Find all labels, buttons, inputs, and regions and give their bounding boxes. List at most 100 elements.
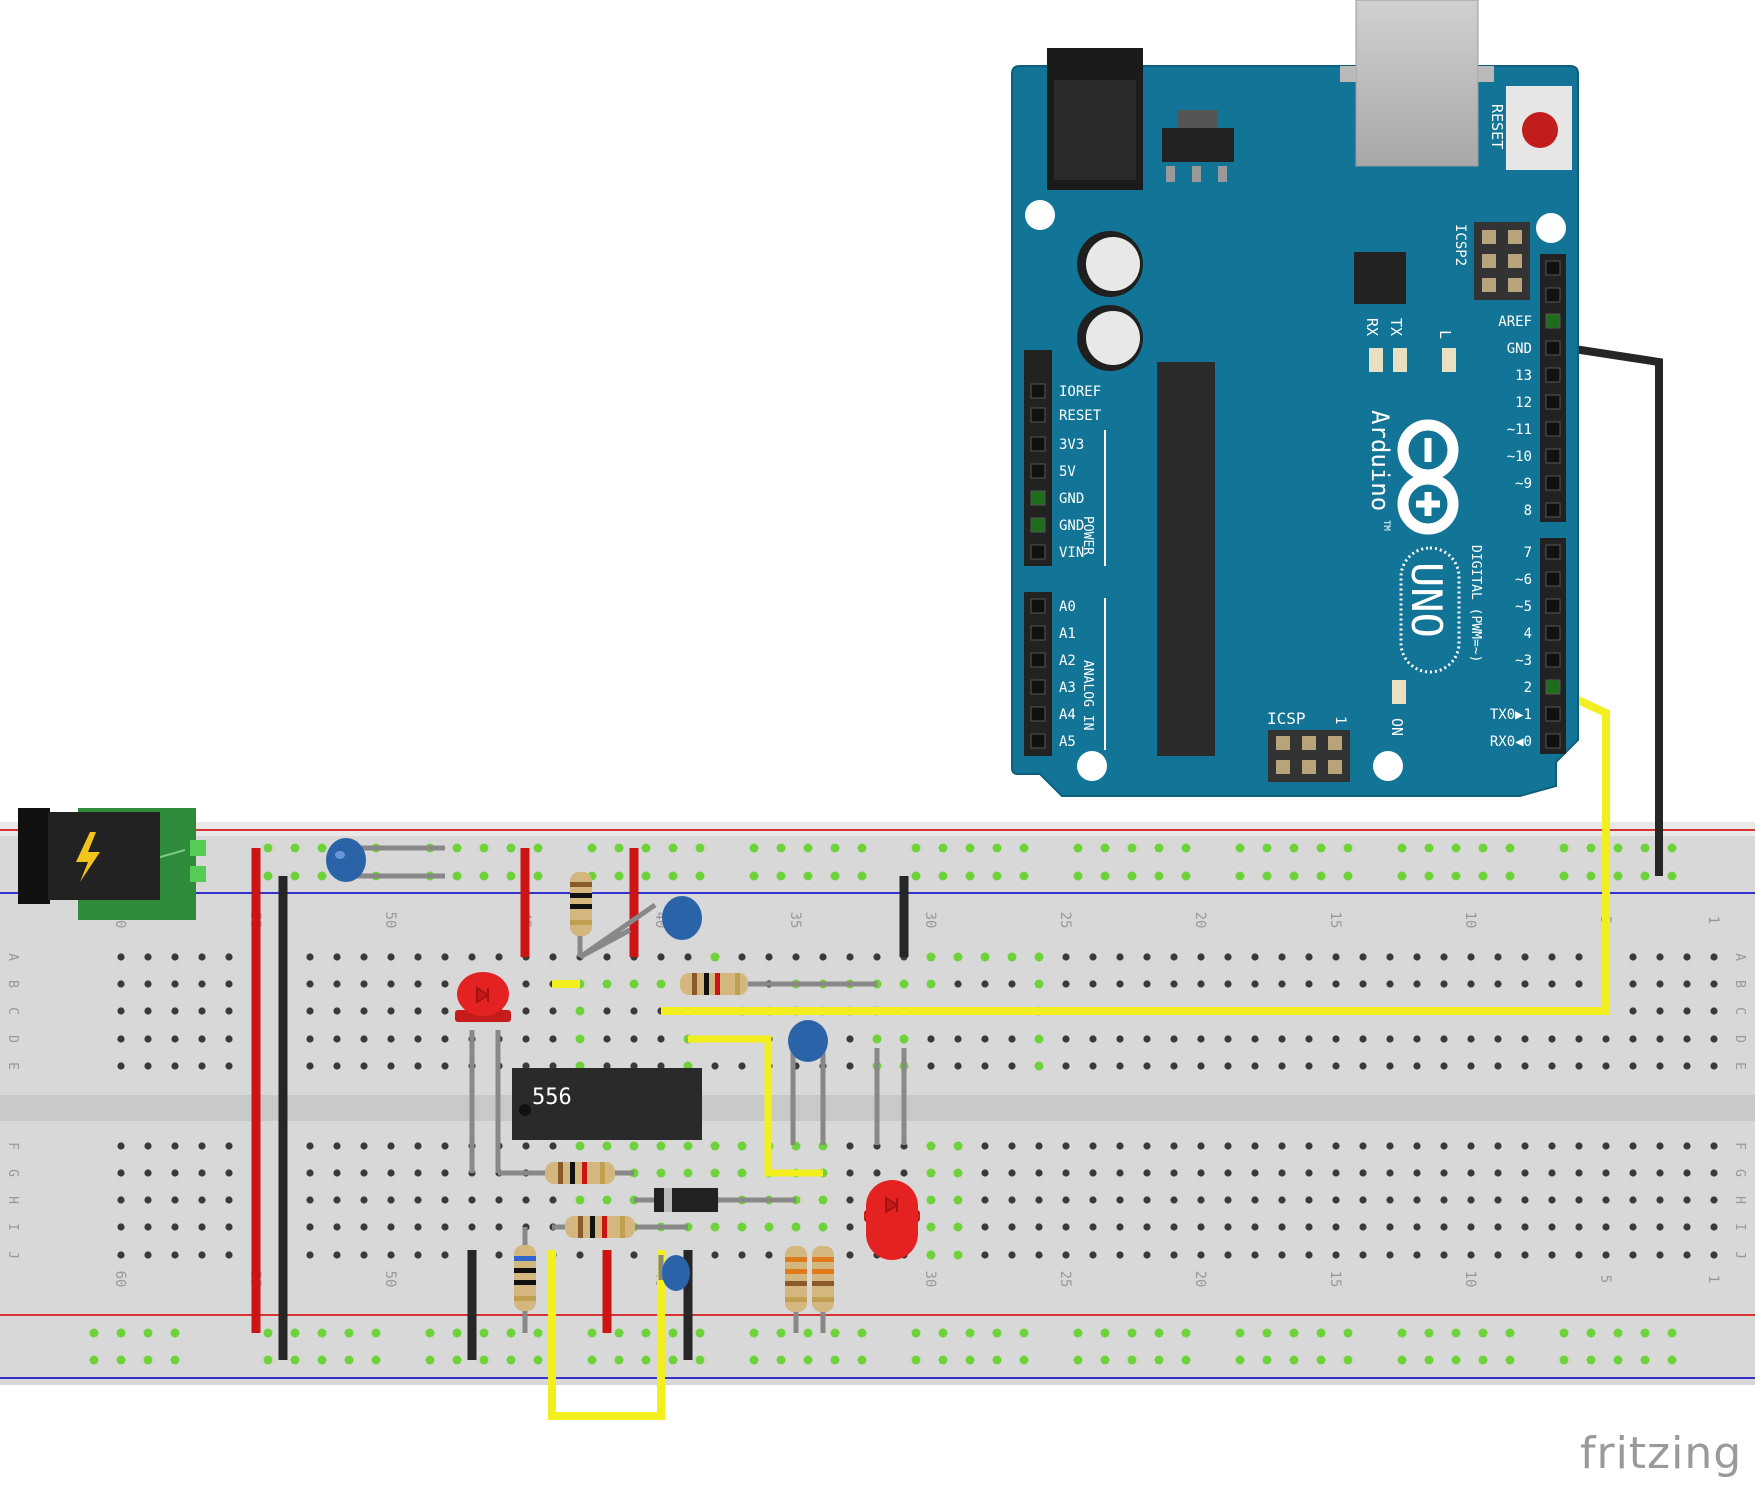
pin-label: 13 bbox=[1515, 368, 1532, 384]
digital-header-pin[interactable] bbox=[1545, 652, 1561, 668]
breadboard-hole bbox=[927, 1035, 935, 1043]
rail-hole bbox=[587, 1328, 597, 1338]
breadboard-hole bbox=[630, 1251, 638, 1259]
analog-header-pin[interactable] bbox=[1030, 706, 1046, 722]
breadboard-hole bbox=[1197, 1196, 1205, 1204]
breadboard-hole bbox=[1251, 1035, 1259, 1043]
analog-header-pin[interactable] bbox=[1030, 679, 1046, 695]
power-header-pin[interactable] bbox=[1030, 490, 1046, 506]
power-header-pin[interactable] bbox=[1030, 544, 1046, 560]
breadboard-hole bbox=[603, 1062, 611, 1070]
breadboard-hole bbox=[954, 980, 962, 988]
rail-hole bbox=[89, 1328, 99, 1338]
breadboard-hole bbox=[1197, 1169, 1205, 1177]
breadboard-hole bbox=[1710, 953, 1718, 961]
digital-header-pin[interactable] bbox=[1545, 313, 1561, 329]
breadboard-hole bbox=[414, 1007, 422, 1015]
rail-hole bbox=[1181, 871, 1191, 881]
breadboard-hole bbox=[1521, 1251, 1529, 1259]
digital-header-pin[interactable] bbox=[1545, 367, 1561, 383]
breadboard-hole bbox=[1683, 1142, 1691, 1150]
breadboard-hole bbox=[926, 1195, 936, 1205]
rail-hole bbox=[479, 843, 489, 853]
rail-hole bbox=[479, 871, 489, 881]
reset-button-cap[interactable] bbox=[1522, 112, 1558, 148]
rail-hole bbox=[290, 1355, 300, 1365]
breadboard-hole bbox=[1170, 1142, 1178, 1150]
digital-header-pin[interactable] bbox=[1545, 421, 1561, 437]
pin-label: 8 bbox=[1524, 503, 1532, 519]
power-header-pin[interactable] bbox=[1030, 517, 1046, 533]
digital-header-pin[interactable] bbox=[1545, 733, 1561, 749]
digital-header-pin[interactable] bbox=[1545, 571, 1561, 587]
rail-hole bbox=[89, 1355, 99, 1365]
breadboard-hole bbox=[306, 1196, 314, 1204]
breadboard-hole bbox=[1143, 980, 1151, 988]
icsp2-label: ICSP2 bbox=[1452, 224, 1468, 266]
column-number: 1 bbox=[1705, 916, 1721, 924]
rail-hole bbox=[857, 871, 867, 881]
column-number: 35 bbox=[787, 912, 803, 929]
rail-hole bbox=[1586, 871, 1596, 881]
icsp-header bbox=[1268, 730, 1350, 782]
breadboard-hole bbox=[629, 979, 639, 989]
breadboard-hole bbox=[1359, 1251, 1367, 1259]
breadboard-hole bbox=[1710, 1142, 1718, 1150]
breadboard-hole bbox=[333, 1062, 341, 1070]
power-header-pin[interactable] bbox=[1030, 436, 1046, 452]
digital-header-pin[interactable] bbox=[1545, 448, 1561, 464]
rail-hole bbox=[776, 843, 786, 853]
power-jack-housing bbox=[48, 812, 160, 900]
power-header-pin[interactable] bbox=[1030, 383, 1046, 399]
digital-header-pin[interactable] bbox=[1545, 625, 1561, 641]
power-header-pin[interactable] bbox=[1030, 407, 1046, 423]
digital-header-pin[interactable] bbox=[1545, 598, 1561, 614]
breadboard-hole bbox=[1629, 980, 1637, 988]
analog-header-pin[interactable] bbox=[1030, 598, 1046, 614]
digital-header-pin[interactable] bbox=[1545, 340, 1561, 356]
breadboard-hole bbox=[549, 1196, 557, 1204]
digital-header-pin[interactable] bbox=[1545, 260, 1561, 276]
digital-header-pin[interactable] bbox=[1545, 287, 1561, 303]
rail-hole bbox=[1289, 1355, 1299, 1365]
column-number: 20 bbox=[1192, 912, 1208, 929]
power-header-pin[interactable] bbox=[1030, 463, 1046, 479]
breadboard-hole bbox=[1602, 1142, 1610, 1150]
rail-hole bbox=[1235, 843, 1245, 853]
digital-header-pin[interactable] bbox=[1545, 475, 1561, 491]
breadboard-hole bbox=[1656, 953, 1664, 961]
breadboard-hole bbox=[1224, 1251, 1232, 1259]
breadboard-hole bbox=[1062, 1251, 1070, 1259]
breadboard-hole bbox=[792, 953, 800, 961]
analog-header-pin[interactable] bbox=[1030, 625, 1046, 641]
breadboard-hole bbox=[171, 1169, 179, 1177]
breadboard-hole bbox=[926, 1141, 936, 1151]
breadboard-hole bbox=[1278, 1169, 1286, 1177]
analog-header-pin[interactable] bbox=[1030, 733, 1046, 749]
breadboard-hole bbox=[1278, 1251, 1286, 1259]
digital-header-pin[interactable] bbox=[1545, 544, 1561, 560]
rail-hole bbox=[614, 1328, 624, 1338]
digital-header-pin[interactable] bbox=[1545, 394, 1561, 410]
breadboard-hole bbox=[711, 1251, 719, 1259]
breadboard-hole bbox=[1386, 1035, 1394, 1043]
breadboard-hole bbox=[117, 1223, 125, 1231]
breadboard-hole bbox=[1602, 1196, 1610, 1204]
breadboard-hole bbox=[1683, 1062, 1691, 1070]
breadboard-hole bbox=[1440, 1142, 1448, 1150]
column-number: 1 bbox=[1705, 1275, 1721, 1283]
breadboard-hole bbox=[1251, 1169, 1259, 1177]
digital-header-pin[interactable] bbox=[1545, 706, 1561, 722]
breadboard-hole bbox=[171, 1035, 179, 1043]
breadboard-hole bbox=[1143, 1062, 1151, 1070]
rail-hole bbox=[1397, 843, 1407, 853]
breadboard-hole bbox=[387, 1223, 395, 1231]
breadboard-hole bbox=[1467, 1035, 1475, 1043]
breadboard-hole bbox=[1278, 953, 1286, 961]
rail-hole bbox=[641, 843, 651, 853]
breadboard-hole bbox=[1440, 1062, 1448, 1070]
analog-header-pin[interactable] bbox=[1030, 652, 1046, 668]
breadboard-hole bbox=[198, 1169, 206, 1177]
digital-header-pin[interactable] bbox=[1545, 502, 1561, 518]
digital-header-pin[interactable] bbox=[1545, 679, 1561, 695]
